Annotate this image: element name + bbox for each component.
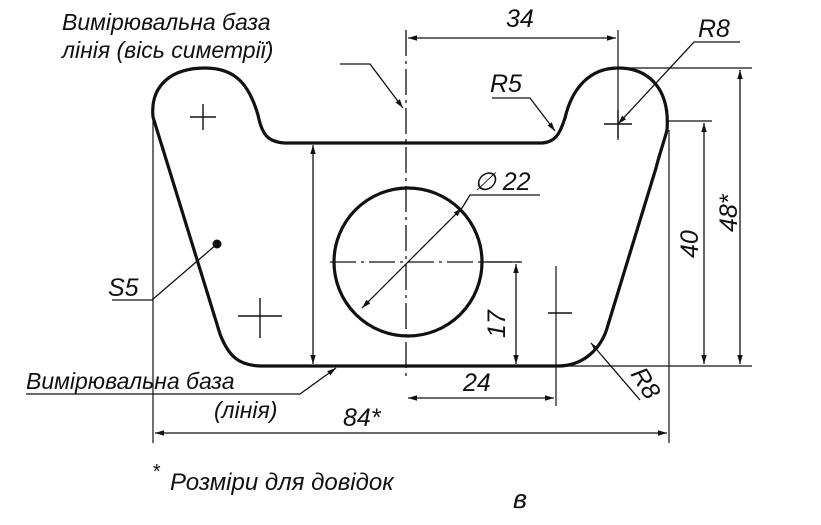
dim-24-label: 24: [462, 369, 491, 397]
dim-r5-label: R5: [490, 70, 522, 98]
part-outline: [151, 66, 669, 368]
dim-40-label: 40: [676, 230, 704, 258]
dimension-lines: [155, 35, 743, 436]
dim-dia22-label: ∅ 22: [474, 168, 531, 196]
base-top-label-line2: лінія (вісь симетрії): [60, 37, 273, 63]
leader-base-bottom: [26, 367, 337, 395]
base-bottom-label-line1: Вимірювальна база: [26, 368, 234, 394]
leader-r8-top: [617, 41, 740, 125]
dim-s5-label: S5: [108, 274, 139, 302]
leader-base-top: [340, 63, 404, 109]
leader-s5: [112, 243, 218, 301]
note-star: *: [152, 461, 161, 483]
base-top-label-line1: Вимірювальна база: [62, 9, 270, 35]
dia22-line: [361, 207, 463, 309]
figure-letter: в: [513, 484, 527, 514]
dim-r8-bottom-label: R8: [625, 362, 666, 404]
dim-r8-top-label: R8: [698, 15, 730, 43]
dim-84-label: 84*: [343, 404, 382, 432]
s5-dot: [212, 239, 222, 249]
note-text: Розміри для довідок: [170, 469, 395, 496]
dim-17-label: 17: [483, 309, 511, 338]
base-bottom-label-line2: (лінія): [214, 397, 277, 423]
dim-48-label: 48*: [715, 193, 743, 232]
center-marks: [190, 104, 632, 338]
leader-r5: [492, 97, 556, 132]
leader-r8-bottom: [590, 342, 641, 401]
dim-34-label: 34: [506, 5, 534, 33]
leader-dia22: [461, 194, 540, 209]
leaders: [26, 41, 740, 401]
